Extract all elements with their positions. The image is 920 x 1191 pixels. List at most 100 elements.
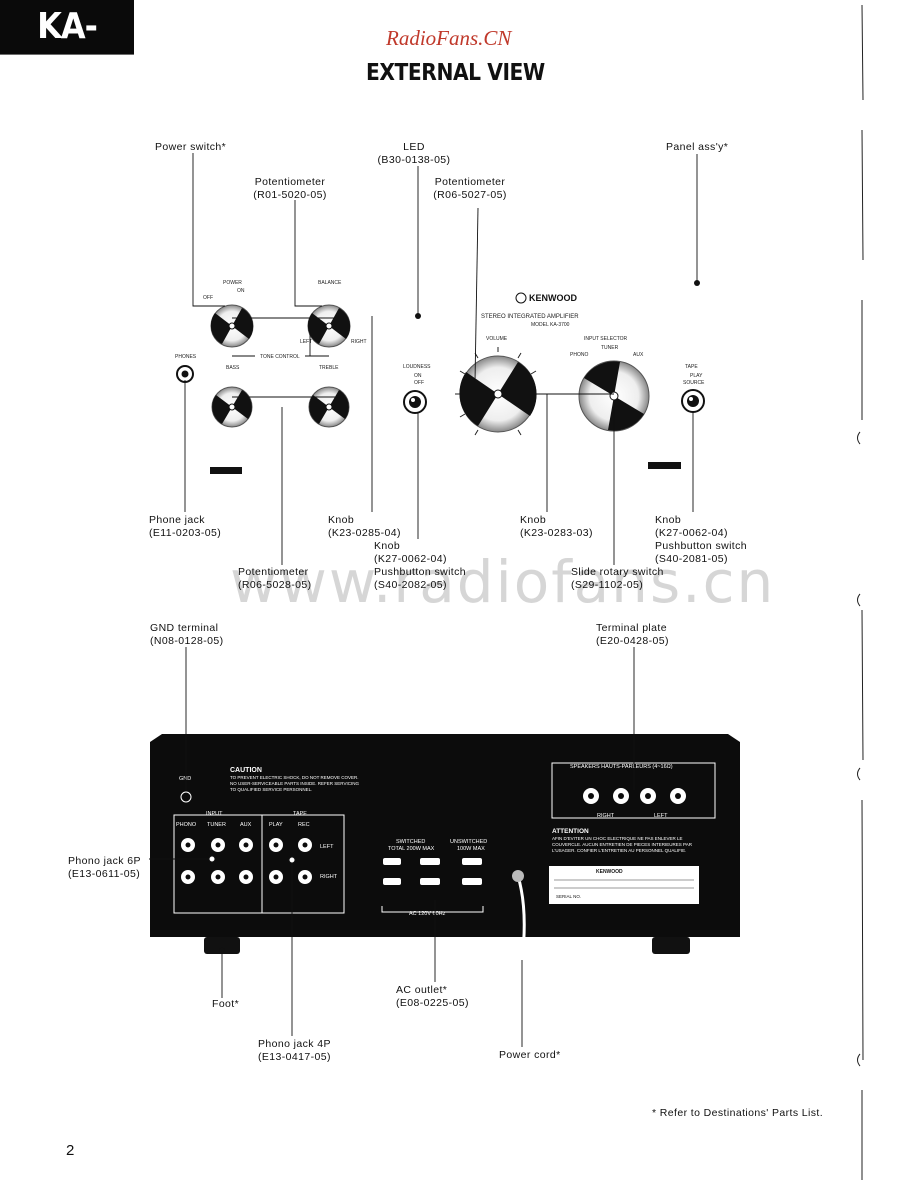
- panel-loud-on: ON: [414, 373, 422, 379]
- rear-gnd: GND: [179, 776, 191, 782]
- rear-foot-left: [204, 937, 240, 954]
- rear-jack-right: RIGHT: [320, 874, 338, 880]
- rear-speakers: SPEAKERS HAUTS-PARLEURS (4~16Ω): [570, 764, 673, 770]
- callout-knob-tone: Knob(K23-0285-04): [328, 514, 401, 539]
- treble-knob: [308, 386, 350, 428]
- panel-off: OFF: [203, 295, 213, 301]
- leader-dots: [208, 855, 296, 953]
- footnote: * Refer to Destinations' Parts List.: [652, 1107, 824, 1119]
- panel-product: STEREO INTEGRATED AMPLIFIER: [481, 314, 579, 320]
- rear-attention: ATTENTION: [552, 828, 589, 835]
- gnd-screw-icon: [180, 791, 192, 803]
- front-leaders: [184, 153, 698, 565]
- rear-caution-line2: NO USER-SERVICEABLE PARTS INSIDE. REFER …: [230, 781, 359, 786]
- rear-rec: REC: [298, 822, 310, 828]
- rear-leaders: [149, 647, 635, 1047]
- panel-phones: PHONES: [175, 354, 197, 360]
- callout-power-cord: Power cord*: [499, 1049, 561, 1061]
- rca-jacks: [179, 836, 314, 886]
- front-panel: POWER ON OFF BALANCE LEFT RIGHT TONE CON…: [175, 280, 705, 474]
- callout-phone-jack: Phone jack(E11-0203-05): [149, 514, 222, 539]
- panel-on: ON: [237, 288, 245, 294]
- panel-model: MODEL KA-3700: [531, 322, 570, 328]
- callout-pushbutton-loudness: Pushbutton switch(S40-2082-05): [374, 566, 467, 591]
- front-foot-right: [648, 462, 681, 469]
- panel-tone-control: TONE CONTROL: [260, 354, 300, 360]
- panel-tape: TAPE: [685, 364, 698, 370]
- rear-tape: TAPE: [293, 811, 307, 817]
- watermark-mid: www.radiofans.cn: [230, 548, 776, 616]
- cord-bushing: [512, 870, 524, 882]
- panel-loudness: LOUDNESS: [403, 364, 431, 370]
- rating-serial: SERIAL NO.: [556, 894, 581, 899]
- power-knob: [210, 304, 254, 348]
- callout-slide-rotary: Slide rotary switch(S29-1102-05): [571, 566, 664, 591]
- panel-balance: BALANCE: [318, 280, 342, 286]
- rear-attention-line3: L'USAGER. CONFIER L'ENTRETIEN AU PERSONN…: [552, 848, 686, 853]
- panel-texts: POWER ON OFF BALANCE LEFT RIGHT TONE CON…: [175, 280, 705, 386]
- panel-loud-off: OFF: [414, 380, 424, 386]
- page-title: EXTERNAL VIEW: [366, 60, 545, 86]
- callout-led: LED(B30-0138-05): [377, 141, 451, 166]
- rear-sp-right: RIGHT: [597, 813, 615, 819]
- callout-phono-jack-6p: Phono jack 6P(E13-0611-05): [68, 855, 141, 880]
- panel-tape-source: SOURCE: [683, 380, 705, 386]
- input-selector-knob: [578, 360, 650, 432]
- rear-caution-line3: TO QUALIFIED SERVICE PERSONNEL.: [230, 787, 312, 792]
- rear-sp-left: LEFT: [654, 813, 668, 819]
- callout-ac-outlet: AC outlet*(E08-0225-05): [396, 984, 469, 1009]
- panel-input-selector: INPUT SELECTOR: [584, 336, 628, 342]
- panel-tape-play: PLAY: [690, 373, 703, 379]
- loudness-button: [403, 390, 427, 414]
- model-badge: KA-3700: [0, 0, 134, 104]
- panel-power: POWER: [223, 280, 242, 286]
- rating-plate: [549, 866, 699, 904]
- volume-knob: [459, 355, 537, 433]
- ac-outlets: [383, 858, 482, 885]
- panel-sel-tuner: TUNER: [601, 345, 619, 351]
- panel-bass: BASS: [226, 365, 240, 371]
- rear-aux: AUX: [240, 822, 252, 828]
- callout-knob-selector: Knob(K23-0283-03): [520, 514, 593, 539]
- rca-jack-centers: [185, 842, 308, 880]
- rear-foot-right: [652, 937, 690, 954]
- callout-gnd-terminal: GND terminal(N08-0128-05): [150, 622, 224, 647]
- power-cord: [516, 875, 526, 961]
- panel-brand: KENWOOD: [529, 293, 577, 303]
- panel-left: LEFT: [300, 339, 312, 345]
- callout-terminal-plate: Terminal plate(E20-0428-05): [596, 622, 669, 647]
- bass-knob: [211, 386, 253, 428]
- rear-jack-left: LEFT: [320, 844, 334, 850]
- jack-panel: [173, 814, 345, 914]
- rear-tuner: TUNER: [207, 822, 226, 828]
- rear-ac-line: AC 120V 60Hz: [409, 911, 446, 917]
- page-number: 2: [66, 1142, 75, 1159]
- balance-knob: [307, 304, 351, 348]
- panel-sel-aux: AUX: [633, 352, 644, 358]
- panel-treble: TREBLE: [319, 365, 339, 371]
- callout-pot-tone: Potentiometer(R06-5028-05): [238, 566, 312, 591]
- panel-right: RIGHT: [351, 339, 367, 345]
- callout-phono-jack-4p: Phono jack 4P(E13-0417-05): [258, 1038, 331, 1063]
- rear-attention-line1: AFIN D'EVITER UN CHOC ELECTRIQUE NE PAS …: [552, 836, 683, 841]
- rear-attention-line2: COUVERCLE. AUCUN ENTRETIEN DE PIECES INT…: [552, 842, 693, 847]
- watermark-top: RadioFans.CN: [386, 26, 512, 50]
- rear-switched: SWITCHED: [396, 839, 425, 845]
- phones-jack: [176, 365, 194, 383]
- callout-knob-loudness: Knob(K27-0062-04): [374, 540, 447, 565]
- callout-pushbutton-tape: Pushbutton switch(S40-2081-05): [655, 540, 748, 565]
- rear-caution: CAUTION: [230, 767, 262, 774]
- rear-caution-line1: TO PREVENT ELECTRIC SHOCK, DO NOT REMOVE…: [230, 775, 359, 780]
- rear-unswitched: UNSWITCHED: [450, 839, 487, 845]
- rear-play: PLAY: [269, 822, 283, 828]
- callout-pot-balance: Potentiometer(R01-5020-05): [253, 176, 327, 201]
- callout-panel-assy: Panel ass'y*: [666, 141, 729, 153]
- rear-unswitched-max: 100W MAX: [457, 846, 485, 852]
- front-foot-left: [210, 467, 242, 474]
- callout-knob-tape: Knob(K27-0062-04): [655, 514, 728, 539]
- margin-marks: [857, 4, 864, 1180]
- rear-switched-max: TOTAL 200W MAX: [388, 846, 435, 852]
- tape-button: [681, 389, 705, 413]
- rear-phono: PHONO: [176, 822, 197, 828]
